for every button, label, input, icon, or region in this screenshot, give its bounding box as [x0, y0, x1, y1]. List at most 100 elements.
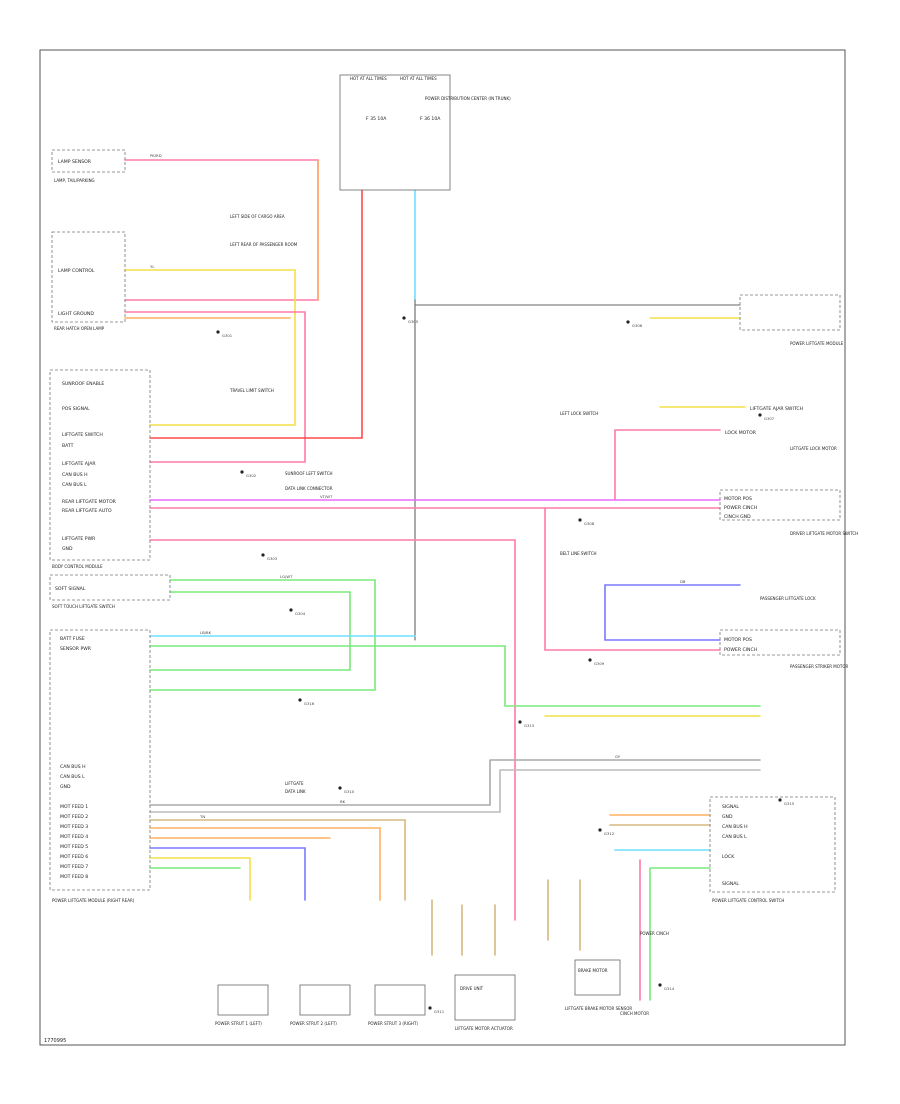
tag-violet: VT/WT	[320, 494, 333, 499]
lcm-mot-feed-6: MOT FEED 6	[60, 854, 88, 860]
wire-pink-down	[544, 507, 721, 651]
wire-green-soft-2	[149, 591, 351, 671]
lcm-note-dlc: DATA LINK	[285, 789, 306, 794]
ground-label: G305	[408, 319, 419, 324]
bcm-can-l: CAN BUS L	[62, 482, 87, 488]
ground-symbol: G316	[298, 698, 315, 706]
ground-label: G306	[632, 323, 643, 328]
driver-switch-caption: DRIVER LIFTGATE MOTOR SWITCH	[790, 531, 858, 536]
driver-switch-cinch-gnd: CINCH GND	[724, 514, 751, 520]
fuse-left-label: F 35 10A	[366, 116, 387, 122]
fuse-block-title: POWER DISTRIBUTION CENTER (IN TRUNK)	[425, 96, 511, 101]
liftgate-control-module: BATT FUSE SENSOR PWR CAN BUS H CAN BUS L…	[49, 629, 306, 903]
actuator-caption: LIFTGATE MOTOR ACTUATOR	[455, 1026, 513, 1031]
strut-3	[374, 984, 426, 1016]
wire-tan-sensor	[547, 879, 581, 951]
ground-label: G308	[584, 521, 595, 526]
ground-label: G301	[222, 333, 233, 338]
ground-symbol: G311	[428, 1006, 445, 1014]
ground-symbol: G307	[758, 413, 775, 421]
tag-green: LG/WT	[280, 574, 293, 579]
cinch-motor: POWER CINCH CINCH MOTOR	[620, 931, 669, 1016]
actuator-label: DRIVE UNIT	[460, 986, 484, 991]
wire-red-fuse	[149, 87, 363, 439]
passenger-switch: MOTOR POS POWER CINCH PASSENGER STRIKER …	[719, 596, 849, 669]
ground-note-2: LEFT REAR OF PASSENGER ROOM	[230, 242, 298, 247]
fuse-block: HOT AT ALL TIMES HOT AT ALL TIMES F 35 1…	[339, 74, 511, 191]
lock-switch-caption: LEFT LOCK SWITCH	[560, 411, 598, 416]
lcm-gnd: GND	[60, 784, 71, 790]
strut-1-caption: POWER STRUT 1 (LEFT)	[215, 1021, 262, 1026]
lcm-caption: POWER LIFTGATE MODULE (RIGHT REAR)	[52, 898, 135, 903]
ground-label: G307	[764, 416, 775, 421]
lock-switch-label: LIFTGATE AJAR SWITCH	[750, 406, 803, 412]
ground-symbol: G305	[402, 316, 419, 324]
liftgate-lamp: LAMP CONTROL LIGHT GROUND REAR HATCH OPE…	[51, 214, 298, 331]
soft-signal-label: SOFT SIGNAL	[55, 586, 86, 592]
tag-tan: TN	[199, 814, 205, 819]
ground-symbol: G310	[338, 786, 355, 794]
bcm-liftgate-ajar: LIFTGATE AJAR	[62, 461, 96, 467]
wire-green-long	[149, 645, 761, 707]
ground-label: G303	[267, 556, 278, 561]
ground-symbol: G306	[626, 320, 643, 328]
lcm-mot-feed-2: MOT FEED 2	[60, 814, 88, 820]
wire-darkblue	[604, 584, 741, 641]
wire-code-tags: PK/RD YL VT/WT LG/WT LB/BK DB GY TN BK	[150, 153, 686, 819]
lcm-mot-feed-4: MOT FEED 4	[60, 834, 88, 840]
soft-signal-switch: SOFT SIGNAL SOFT TOUCH LIFTGATE SWITCH	[49, 574, 171, 609]
rear-window-module: POWER LIFTGATE MODULE	[739, 294, 844, 346]
wire-green-ctrl	[649, 867, 711, 1001]
tag-darkblue: DB	[680, 579, 686, 584]
lcm-mot-feed-8: MOT FEED 8	[60, 874, 88, 880]
cinch-label: POWER CINCH	[640, 931, 669, 936]
driver-switch-motor-pos: MOTOR POS	[724, 496, 752, 502]
parking-lamp-caption: LAMP, TAIL/PARKING	[54, 178, 95, 183]
liftgate-lamp-caption: REAR HATCH OPEN LAMP	[54, 326, 105, 331]
ground-label: G315	[784, 801, 795, 806]
rear-window-caption: POWER LIFTGATE MODULE	[790, 341, 844, 346]
strut-2-caption: POWER STRUT 2 (LEFT)	[290, 1021, 337, 1026]
ground-points: G301G302G303G304G305G306G307G308G309G310…	[216, 316, 795, 1014]
wire-pink-switch	[614, 429, 721, 501]
ground-label: G304	[295, 611, 306, 616]
lcm-can-l: CAN BUS L	[60, 774, 85, 780]
parking-lamp-label: LAMP SENSOR	[58, 159, 92, 165]
wire-pink-2	[124, 311, 306, 463]
wire-tan-actuator	[431, 899, 496, 956]
diagram-frame	[39, 49, 846, 1046]
parking-lamp: LAMP SENSOR LAMP, TAIL/PARKING	[51, 149, 126, 183]
lcm-mot-feed-3: MOT FEED 3	[60, 824, 88, 830]
wire-gray-right	[149, 759, 761, 806]
strut-3-caption: POWER STRUT 3 (RIGHT)	[368, 1021, 418, 1026]
ground-symbol: G309	[588, 658, 605, 666]
ground-label: G309	[594, 661, 605, 666]
bcm-pos-signal: POS SIGNAL	[62, 406, 90, 412]
tag-gray: GY	[615, 754, 621, 759]
ctrl-switch-signal: SIGNAL	[722, 804, 739, 810]
passenger-switch-power-cinch: POWER CINCH	[724, 647, 757, 653]
ground-symbol: G315	[778, 798, 795, 806]
passenger-switch-note: PASSENGER LIFTGATE LOCK	[760, 596, 816, 601]
ctrl-switch-caption: POWER LIFTGATE CONTROL SWITCH	[712, 898, 784, 903]
lcm-note-liftgate: LIFTGATE	[285, 781, 304, 786]
liftgate-lamp-label: LAMP CONTROL	[58, 268, 95, 274]
ground-symbol: G303	[261, 553, 278, 561]
wire-green-soft	[149, 579, 376, 691]
fuse-right-label: F 36 10A	[420, 116, 441, 122]
bcm-liftgate-switch: LIFTGATE SWITCH	[62, 432, 103, 438]
lock-motor: LOCK MOTOR LIFTGATE LOCK MOTOR	[725, 430, 837, 451]
ground-note-1: LEFT SIDE OF CARGO AREA	[230, 214, 285, 219]
power-struts: POWER STRUT 1 (LEFT) POWER STRUT 2 (LEFT…	[215, 984, 426, 1026]
wire-tan-feed	[149, 819, 406, 901]
wire-orange-feed	[149, 827, 381, 901]
strut-2	[299, 984, 351, 1016]
bcm-rear-motor: REAR LIFTGATE MOTOR	[62, 499, 117, 505]
sensor-caption: LIFTGATE BRAKE MOTOR SENSOR	[565, 1006, 632, 1011]
liftgate-lamp-light-ground: LIGHT GROUND	[58, 311, 94, 317]
fuse-left-header: HOT AT ALL TIMES	[350, 76, 387, 81]
bcm-batt: BATT	[62, 443, 74, 449]
tag-blue: LB/BK	[200, 630, 212, 635]
wire-yellow-feed	[149, 857, 251, 901]
